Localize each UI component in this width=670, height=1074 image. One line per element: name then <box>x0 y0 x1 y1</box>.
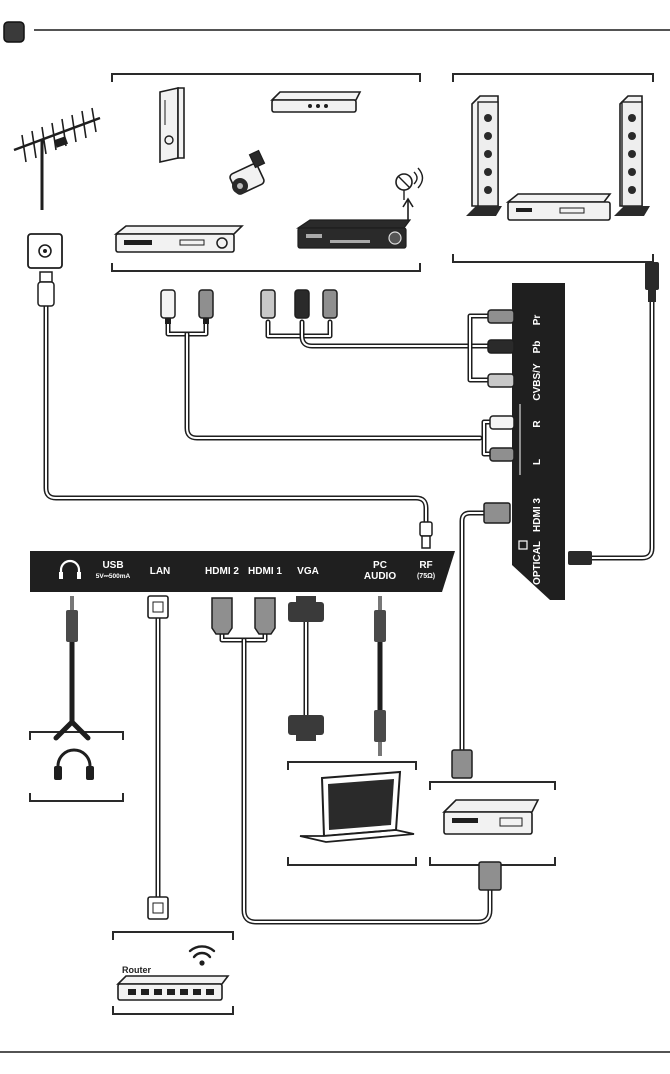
dvd-recorder-icon <box>116 226 242 252</box>
rf-plug <box>420 522 432 548</box>
vga-plug-top <box>288 596 324 622</box>
port-label-hdmi3: HDMI 3 <box>532 498 543 532</box>
pc-audio-jack-bottom <box>374 710 386 756</box>
side-port-panel: Pr Pb CVBS/Y R L HDMI 3 OPTICAL <box>512 283 565 600</box>
game-console-icon <box>160 88 184 162</box>
hdmi1-plug <box>255 598 275 634</box>
antenna-plug <box>38 272 54 306</box>
camcorder-icon <box>229 151 265 196</box>
router-icon: Router <box>118 946 228 1000</box>
hdmi2-plug <box>212 598 232 634</box>
port-label-usb: USB <box>102 560 123 571</box>
home-theater-icon <box>466 96 650 220</box>
rca-plugs-audio <box>161 290 213 324</box>
port-label-hdmi1: HDMI 1 <box>248 566 282 577</box>
port-label-rf: RF <box>419 560 432 571</box>
pc-audio-jack-top <box>374 596 386 642</box>
port-label-rf-ohm: (75Ω) <box>417 573 435 580</box>
port-label-pc: PC <box>373 560 387 571</box>
set-top-box-icon <box>272 92 360 112</box>
header-square-icon <box>4 22 24 42</box>
lan-plug-bottom <box>148 897 168 919</box>
router-label: Router <box>122 965 151 975</box>
bottom-port-panel: USB 5V⎓500mA LAN HDMI 2 HDMI 1 VGA PC AU… <box>30 551 455 592</box>
port-label-vga: VGA <box>297 566 319 577</box>
dvd-player-icon <box>444 800 538 834</box>
hdmi3-plug <box>484 503 510 523</box>
port-label-pb: Pb <box>532 341 543 354</box>
dvd-hdmi-plug-bottom <box>479 862 501 890</box>
av-receiver-icon <box>298 220 410 248</box>
rca-plugs-side <box>488 310 514 461</box>
port-label-hdmi2: HDMI 2 <box>205 566 239 577</box>
antenna-icon <box>14 108 100 210</box>
lan-plug-top <box>148 596 168 618</box>
laptop-icon <box>300 772 414 842</box>
rca-plugs-component <box>261 290 337 318</box>
optical-plugs <box>568 262 659 565</box>
port-label-pr: Pr <box>532 315 543 326</box>
headphones-icon <box>54 750 94 780</box>
port-label-cvbs: CVBS/Y <box>532 363 543 401</box>
port-label-usb-rating: 5V⎓500mA <box>96 573 131 580</box>
antenna-wall-socket <box>28 234 62 268</box>
dvd-hdmi-plug-top <box>452 750 472 778</box>
vga-plug-bottom <box>288 715 324 741</box>
port-label-optical: OPTICAL <box>532 541 543 585</box>
port-label-audio: AUDIO <box>364 571 396 582</box>
headphone-jack <box>66 596 78 642</box>
port-label-l: L <box>532 459 543 465</box>
satellite-dish-icon <box>396 168 423 220</box>
header <box>4 22 670 42</box>
port-label-lan: LAN <box>150 566 171 577</box>
wifi-icon <box>190 946 214 957</box>
port-label-r: R <box>532 420 543 428</box>
